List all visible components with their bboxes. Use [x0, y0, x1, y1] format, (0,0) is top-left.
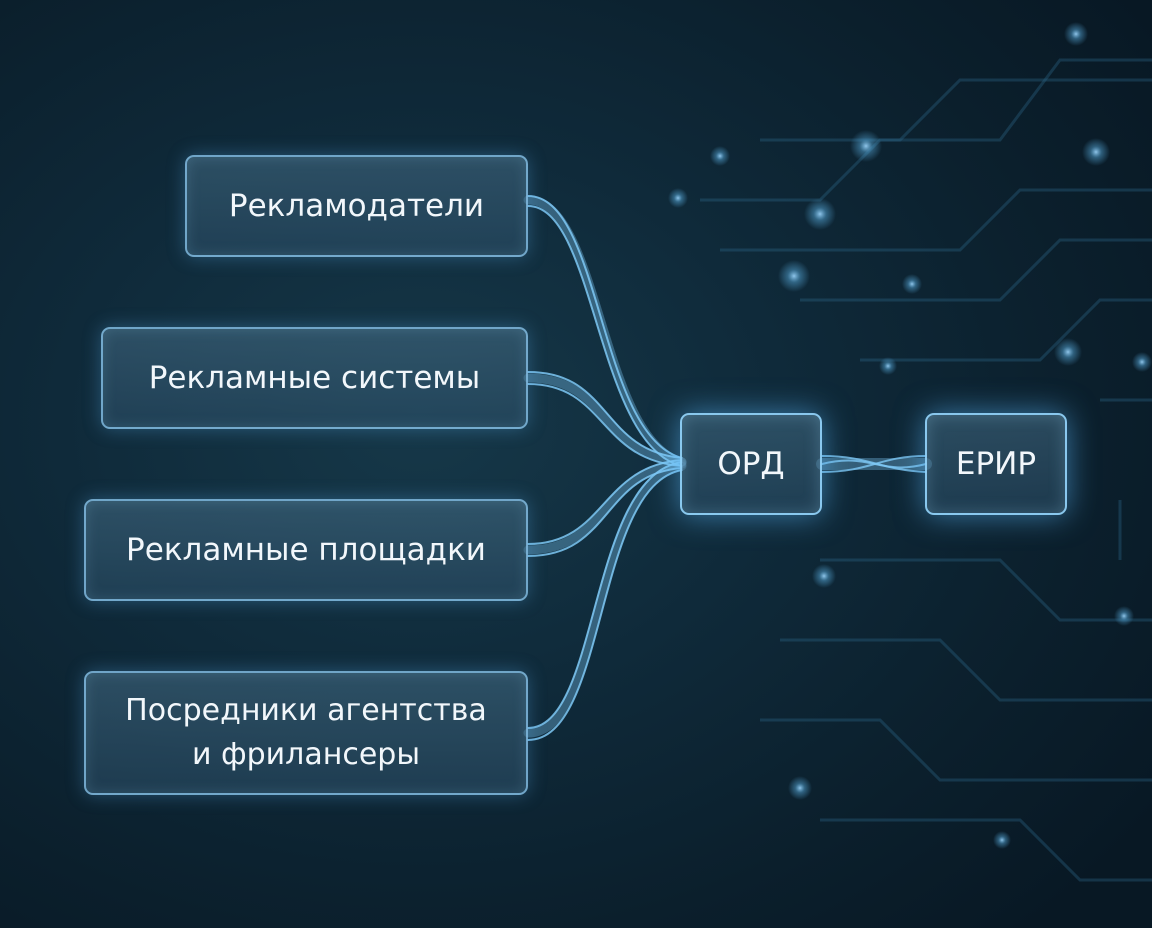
flow-platforms-to-ord — [523, 459, 687, 555]
flow-advertisers-to-ord — [523, 195, 687, 467]
node-advertisers: Рекламодатели — [185, 155, 528, 257]
node-ord: ОРД — [680, 413, 822, 515]
node-ad-platforms: Рекламные площадки — [84, 499, 528, 601]
flow-ord-to-erir — [816, 455, 932, 473]
node-erir: ЕРИР — [925, 413, 1067, 515]
node-ad-systems: Рекламные системы — [101, 327, 528, 429]
flow-ad-systems-to-ord — [523, 373, 687, 467]
node-agencies-freelancers: Посредники агентства и фрилансеры — [84, 671, 528, 795]
flow-agencies-to-ord — [523, 461, 687, 738]
